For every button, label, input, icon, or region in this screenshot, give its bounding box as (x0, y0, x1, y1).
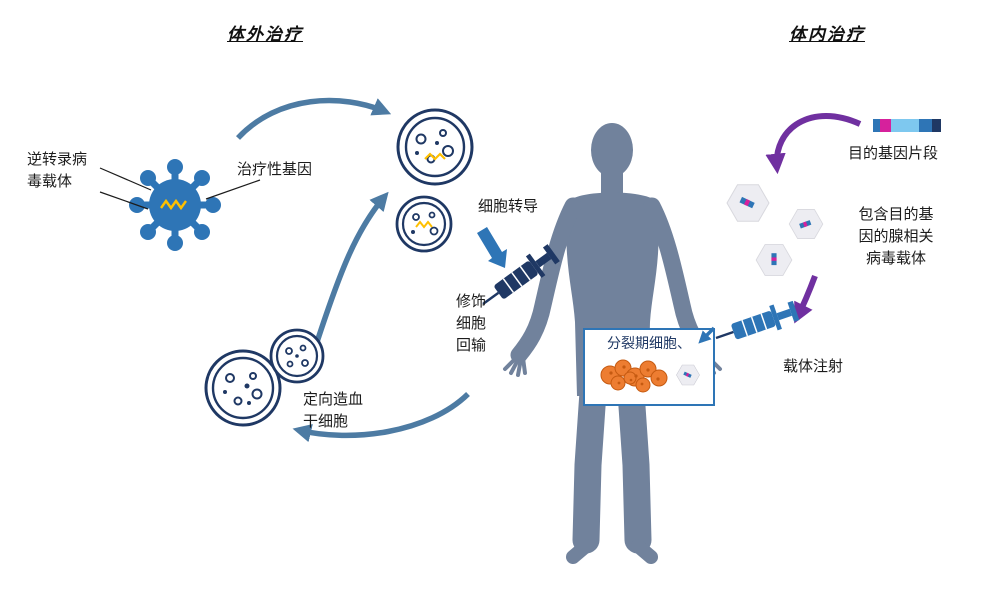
transduction-down-arrow (477, 227, 507, 268)
target-gene-fragment-label: 目的基因片段 (848, 145, 939, 162)
cell-icon-stem-small (269, 328, 325, 384)
arrow-gene-to-aav (765, 112, 862, 175)
viral-gene-icon (160, 198, 187, 211)
syringe-icon-reinfusion (482, 244, 560, 305)
dividing-cells-box: 分裂期细胞、 (583, 328, 715, 406)
modified-cell-reinfusion-label: 修饰 细胞 回输 (456, 293, 487, 354)
arrow-stemcells-to-cells (314, 191, 389, 343)
arrow-body-to-stemcells (292, 392, 470, 443)
cell-icon-stem-large (204, 349, 282, 427)
orange-cell-cluster-icon (600, 359, 700, 393)
aav-vector-label: 包含目的基 因的腺相关 病毒载体 (858, 206, 934, 267)
cell-transduction-label: 细胞转导 (478, 198, 539, 215)
therapeutic-gene-label: 治疗性基因 (237, 161, 313, 178)
hematopoietic-stem-cell-label: 定向造血 干细胞 (303, 391, 364, 430)
callout-arrow-to-dividing-cells (698, 326, 716, 344)
ex-vivo-title: 体外治疗 (227, 25, 303, 44)
cell-icon-transduced-large (396, 108, 474, 186)
arrow-aav-to-syringe (794, 274, 818, 324)
dividing-cells-label: 分裂期细胞、 (607, 335, 691, 351)
retroviral-vector-label: 逆转录病 毒载体 (27, 151, 88, 190)
aav-particle-icon-2 (788, 209, 824, 239)
aav-particle-icon-small (676, 364, 700, 386)
aav-particle-icon-3 (755, 244, 793, 276)
cell-icon-transduced-small (395, 195, 453, 253)
left-hand (503, 354, 527, 377)
pointer-lines (99, 167, 261, 210)
arrow-virus-to-cells (235, 97, 392, 140)
gene-fragment-icon (873, 119, 941, 132)
aav-particle-icon-1 (726, 184, 770, 222)
in-vivo-title: 体内治疗 (789, 25, 865, 44)
syringe-icon-injection (715, 300, 800, 340)
vector-injection-label: 载体注射 (783, 358, 844, 375)
